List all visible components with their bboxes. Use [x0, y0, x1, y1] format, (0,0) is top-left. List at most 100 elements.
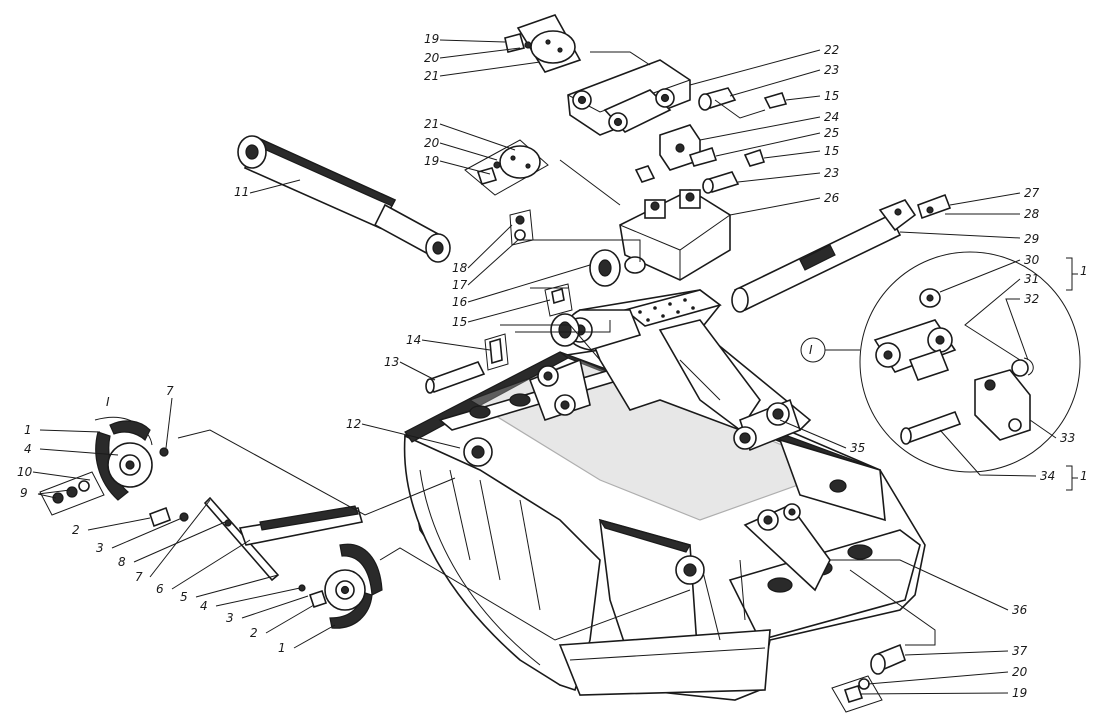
leader-34 [940, 430, 1036, 476]
label-19c: 19 [1012, 686, 1027, 700]
leader-17 [468, 240, 518, 285]
axle-29 [732, 200, 915, 312]
leader-20c [868, 672, 1008, 684]
label-13: 13 [384, 355, 399, 369]
leader-23a [730, 70, 820, 96]
leader-21a [440, 62, 540, 76]
label-20b: 20 [424, 136, 440, 150]
label-32: 32 [1024, 292, 1039, 306]
leader-1a [40, 430, 100, 432]
label-11: 11 [234, 185, 249, 199]
top-bracket-22 [568, 60, 690, 135]
label-1a: 1 [24, 423, 32, 437]
label-23b: 23 [824, 166, 839, 180]
label-roman-I-right: I [809, 343, 813, 357]
leader-26 [730, 198, 820, 215]
leader-18 [468, 225, 512, 268]
label-3a: 3 [96, 541, 104, 555]
label-19b: 19 [424, 154, 439, 168]
leader-6 [172, 540, 250, 589]
leader-15c [468, 300, 550, 322]
label-36: 36 [1012, 603, 1028, 617]
label-27: 27 [1024, 186, 1040, 200]
label-19a: 19 [424, 32, 439, 46]
label-1b: 1 [278, 641, 286, 655]
label-35: 35 [850, 441, 865, 455]
leader-2a [88, 518, 150, 530]
label-6: 6 [156, 582, 164, 596]
label-29: 29 [1024, 232, 1039, 246]
label-30: 30 [1024, 253, 1040, 267]
leader-8 [134, 522, 225, 562]
leader-27 [950, 193, 1020, 205]
leader-14 [422, 340, 490, 350]
label-1-bottom: 1 [1080, 469, 1088, 483]
label-25: 25 [824, 126, 839, 140]
leader-16 [468, 265, 590, 302]
leader-29 [900, 232, 1020, 238]
label-4a: 4 [24, 442, 32, 456]
leader-7a [166, 398, 172, 448]
leader-5 [196, 575, 278, 597]
bottom-pin-37 [832, 645, 905, 712]
label-5: 5 [180, 590, 188, 604]
cover-plates [465, 15, 580, 195]
pin-block-26 [620, 190, 730, 280]
label-roman-I-left: I [106, 395, 110, 409]
leader-20b [440, 143, 497, 160]
label-7a: 7 [166, 384, 174, 398]
leader-32 [1006, 299, 1028, 360]
leader-13 [400, 362, 435, 380]
label-33: 33 [1060, 431, 1075, 445]
leader-33 [1030, 420, 1056, 438]
label-15a: 15 [824, 89, 839, 103]
label-7b: 7 [135, 570, 143, 584]
label-3b: 3 [226, 611, 234, 625]
label-26: 26 [824, 191, 840, 205]
shaft-assembly [205, 498, 362, 580]
label-31: 31 [1024, 272, 1039, 286]
leader-15a [786, 96, 820, 100]
label-17: 17 [452, 278, 468, 292]
label-12: 12 [346, 417, 361, 431]
label-34: 34 [1040, 469, 1055, 483]
label-21b: 21 [424, 117, 439, 131]
hydraulic-cylinder-11 [238, 136, 450, 262]
label-21a: 21 [424, 69, 439, 83]
leader-20a [440, 48, 520, 58]
leader-37 [905, 651, 1008, 655]
label-4b: 4 [200, 599, 208, 613]
label-28: 28 [1024, 207, 1040, 221]
label-20c: 20 [1012, 665, 1028, 679]
leader-2b [266, 605, 314, 633]
label-14: 14 [406, 333, 421, 347]
leader-1b [294, 625, 335, 648]
leader-22 [690, 50, 820, 85]
group-brackets [1066, 258, 1078, 490]
label-8: 8 [118, 555, 126, 569]
label-15b: 15 [824, 144, 839, 158]
chain-assembly-lower [299, 544, 382, 628]
label-22: 22 [824, 43, 839, 57]
label-9: 9 [20, 486, 28, 500]
leader-3a [112, 518, 182, 548]
label-2b: 2 [250, 626, 258, 640]
label-10: 10 [17, 465, 33, 479]
label-2a: 2 [72, 523, 80, 537]
label-24: 24 [824, 110, 839, 124]
label-15c: 15 [452, 315, 467, 329]
leader-19c [860, 693, 1008, 694]
leader-30 [940, 260, 1020, 292]
label-23a: 23 [824, 63, 839, 77]
chain-assembly-upper [40, 417, 188, 526]
leader-19a [440, 40, 505, 42]
label-18: 18 [452, 261, 468, 275]
leader-31 [965, 279, 1020, 360]
leader-19b [440, 161, 490, 174]
label-16: 16 [452, 295, 468, 309]
leader-15b [764, 151, 820, 158]
label-1-top: 1 [1080, 264, 1088, 278]
leader-23b [738, 173, 820, 182]
